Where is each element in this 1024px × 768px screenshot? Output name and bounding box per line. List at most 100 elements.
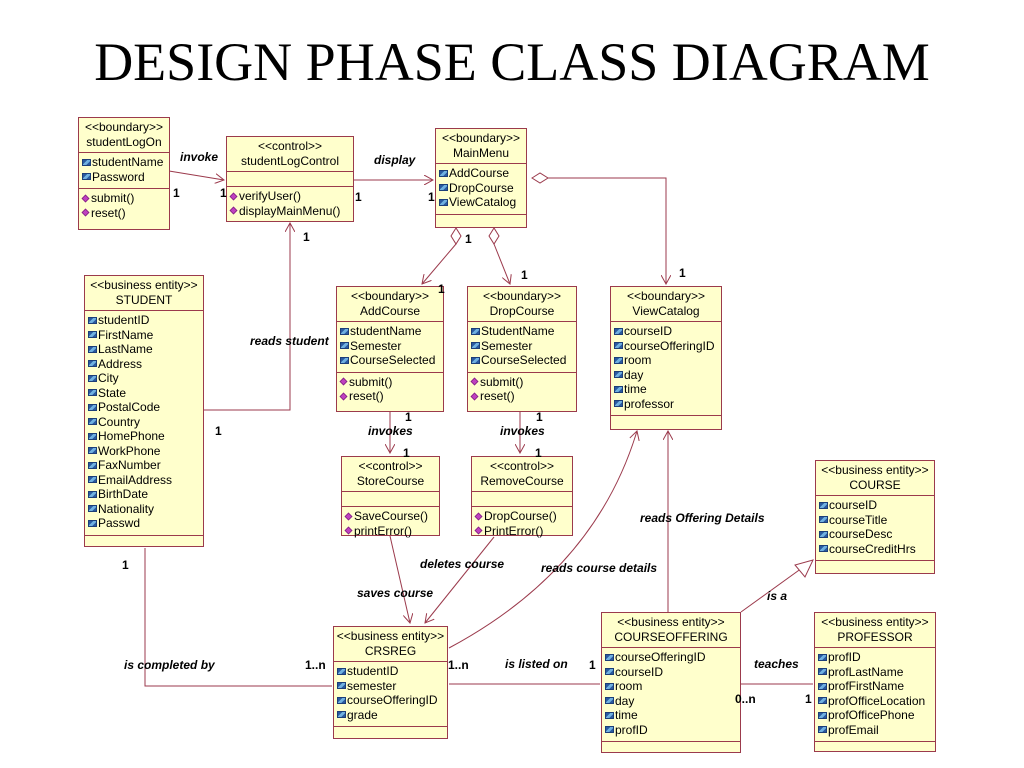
operation-row: submit() xyxy=(470,375,573,390)
multiplicity: 1 xyxy=(521,268,528,282)
multiplicity: 1 xyxy=(405,410,412,424)
attribute-row: BirthDate xyxy=(88,487,200,502)
attribute-icon xyxy=(439,184,448,192)
attribute-icon xyxy=(818,668,827,676)
operation-row: verifyUser() xyxy=(229,189,350,204)
attribute-row: profID xyxy=(818,650,932,665)
attribute-icon xyxy=(340,342,349,350)
attribute-icon xyxy=(82,158,91,166)
attribute-icon xyxy=(88,403,97,411)
operation-icon xyxy=(81,194,90,203)
attribute-row: CourseSelected xyxy=(471,353,573,368)
label-reads-student: reads student xyxy=(250,334,329,348)
label-invoke: invoke xyxy=(180,150,219,164)
attribute-row: HomePhone xyxy=(88,429,200,444)
attribute-row: profID xyxy=(605,723,737,738)
attribute-row: courseOfferingID xyxy=(605,650,737,665)
multiplicity: 1 xyxy=(535,446,542,460)
attribute-row: time xyxy=(605,708,737,723)
class-name: StoreCourse xyxy=(356,473,425,488)
class-name: studentLogControl xyxy=(240,153,340,168)
attribute-row: courseDesc xyxy=(819,527,931,542)
class-name: DropCourse xyxy=(489,303,555,318)
label-is-a: is a xyxy=(767,589,788,603)
attribute-row: EmailAddress xyxy=(88,473,200,488)
class-name: studentLogOn xyxy=(86,134,162,149)
attribute-row: courseOfferingID xyxy=(614,339,718,354)
class-viewcatalog: <<boundary>>ViewCatalog courseID courseO… xyxy=(610,286,722,430)
class-stereotype: <<business entity>> xyxy=(336,629,445,643)
operation-row: printError() xyxy=(344,524,436,539)
operation-row: reset() xyxy=(81,206,166,221)
class-stereotype: <<business entity>> xyxy=(821,463,929,477)
operation-icon xyxy=(474,512,483,521)
attribute-row: Password xyxy=(82,170,166,185)
attribute-icon xyxy=(605,682,614,690)
attribute-row: CourseSelected xyxy=(340,353,440,368)
page-title: DESIGN PHASE CLASS DIAGRAM xyxy=(94,32,930,92)
link-student-crsreg xyxy=(144,548,332,687)
link-offering-course xyxy=(740,567,803,613)
attribute-row: courseID xyxy=(819,498,931,513)
class-name: MainMenu xyxy=(452,145,510,160)
attribute-icon xyxy=(605,711,614,719)
attribute-row: studentID xyxy=(88,313,200,328)
class-stereotype: <<business entity>> xyxy=(821,615,929,629)
operation-row: DropCourse() xyxy=(474,509,569,524)
class-name: STUDENT xyxy=(115,292,173,307)
operation-icon xyxy=(229,192,238,201)
link-store-crsreg xyxy=(389,535,410,623)
attribute-row: courseOfferingID xyxy=(337,693,444,708)
attribute-row: studentName xyxy=(82,155,166,170)
operation-icon xyxy=(229,206,238,215)
attribute-row: studentName xyxy=(340,324,440,339)
attribute-icon xyxy=(340,327,349,335)
operation-icon xyxy=(344,512,353,521)
operation-row: submit() xyxy=(339,375,440,390)
attribute-row: time xyxy=(614,382,718,397)
class-stereotype: <<boundary>> xyxy=(84,120,164,134)
attribute-icon xyxy=(439,169,448,177)
class-stereotype: <<boundary>> xyxy=(441,131,521,145)
label-teaches: teaches xyxy=(754,657,799,671)
attribute-row: Semester xyxy=(340,339,440,354)
attribute-icon xyxy=(88,476,97,484)
attribute-icon xyxy=(819,530,828,538)
class-professor: <<business entity>>PROFESSOR profID prof… xyxy=(814,612,936,752)
multiplicity: 1 xyxy=(355,190,362,204)
multiplicity: 1..n xyxy=(448,658,469,672)
attribute-row: PostalCode xyxy=(88,400,200,415)
attribute-icon xyxy=(88,461,97,469)
multiplicity: 1 xyxy=(465,232,472,246)
label-invokes-add: invokes xyxy=(368,424,413,438)
attribute-row: studentID xyxy=(337,664,444,679)
attribute-icon xyxy=(819,545,828,553)
attribute-row: day xyxy=(605,694,737,709)
operation-icon xyxy=(339,392,348,401)
class-stereotype: <<control>> xyxy=(358,459,423,473)
link-student-control xyxy=(204,223,290,411)
class-name: RemoveCourse xyxy=(480,473,564,488)
class-addcourse: <<boundary>>AddCourse studentName Semest… xyxy=(336,286,444,412)
attribute-icon xyxy=(818,711,827,719)
attribute-icon xyxy=(614,400,623,408)
attribute-icon xyxy=(471,327,480,335)
attribute-row: day xyxy=(614,368,718,383)
label-invokes-drop: invokes xyxy=(500,424,545,438)
attribute-row: courseID xyxy=(614,324,718,339)
multiplicity: 1 xyxy=(589,658,596,672)
attribute-icon xyxy=(88,389,97,397)
attribute-icon xyxy=(337,711,346,719)
class-stereotype: <<business entity>> xyxy=(617,615,725,629)
class-removecourse: <<control>>RemoveCourse DropCourse() Pri… xyxy=(471,456,573,538)
multiplicity: 1 xyxy=(215,424,222,438)
multiplicity: 0..n xyxy=(735,692,756,706)
class-storecourse: <<control>>StoreCourse SaveCourse() prin… xyxy=(341,456,440,539)
multiplicity: 1 xyxy=(122,558,129,572)
attribute-icon xyxy=(337,667,346,675)
class-stereotype: <<boundary>> xyxy=(482,289,562,303)
attribute-row: professor xyxy=(614,397,718,412)
attribute-row: DropCourse xyxy=(439,181,523,196)
attribute-row: profLastName xyxy=(818,665,932,680)
operation-icon xyxy=(339,377,348,386)
